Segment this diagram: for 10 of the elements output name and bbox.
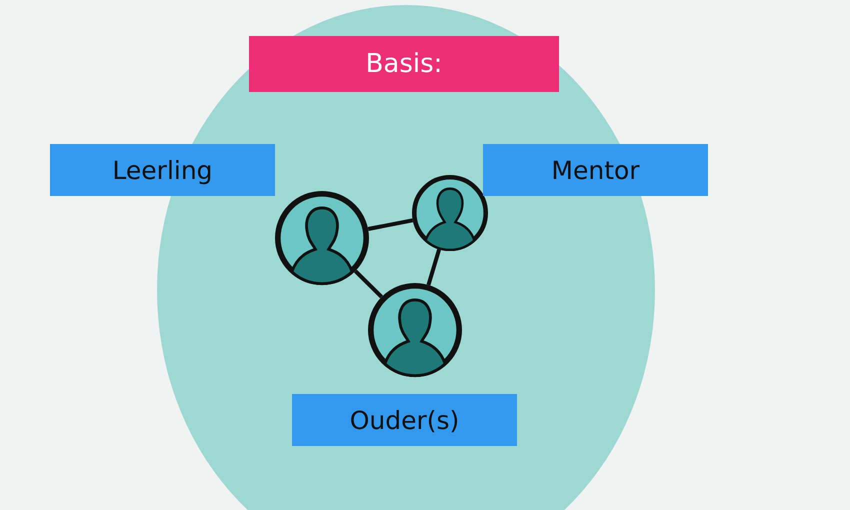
role-label: Mentor (483, 144, 708, 196)
heading-banner: Basis: (249, 36, 559, 92)
person-icon (368, 283, 462, 377)
connector-line (354, 270, 383, 298)
person-icon (412, 175, 488, 251)
role-label: Ouder(s) (292, 394, 517, 446)
role-label: Leerling (50, 144, 275, 196)
connector-line (368, 218, 414, 231)
person-icon (275, 191, 369, 285)
connector-line (426, 248, 442, 286)
